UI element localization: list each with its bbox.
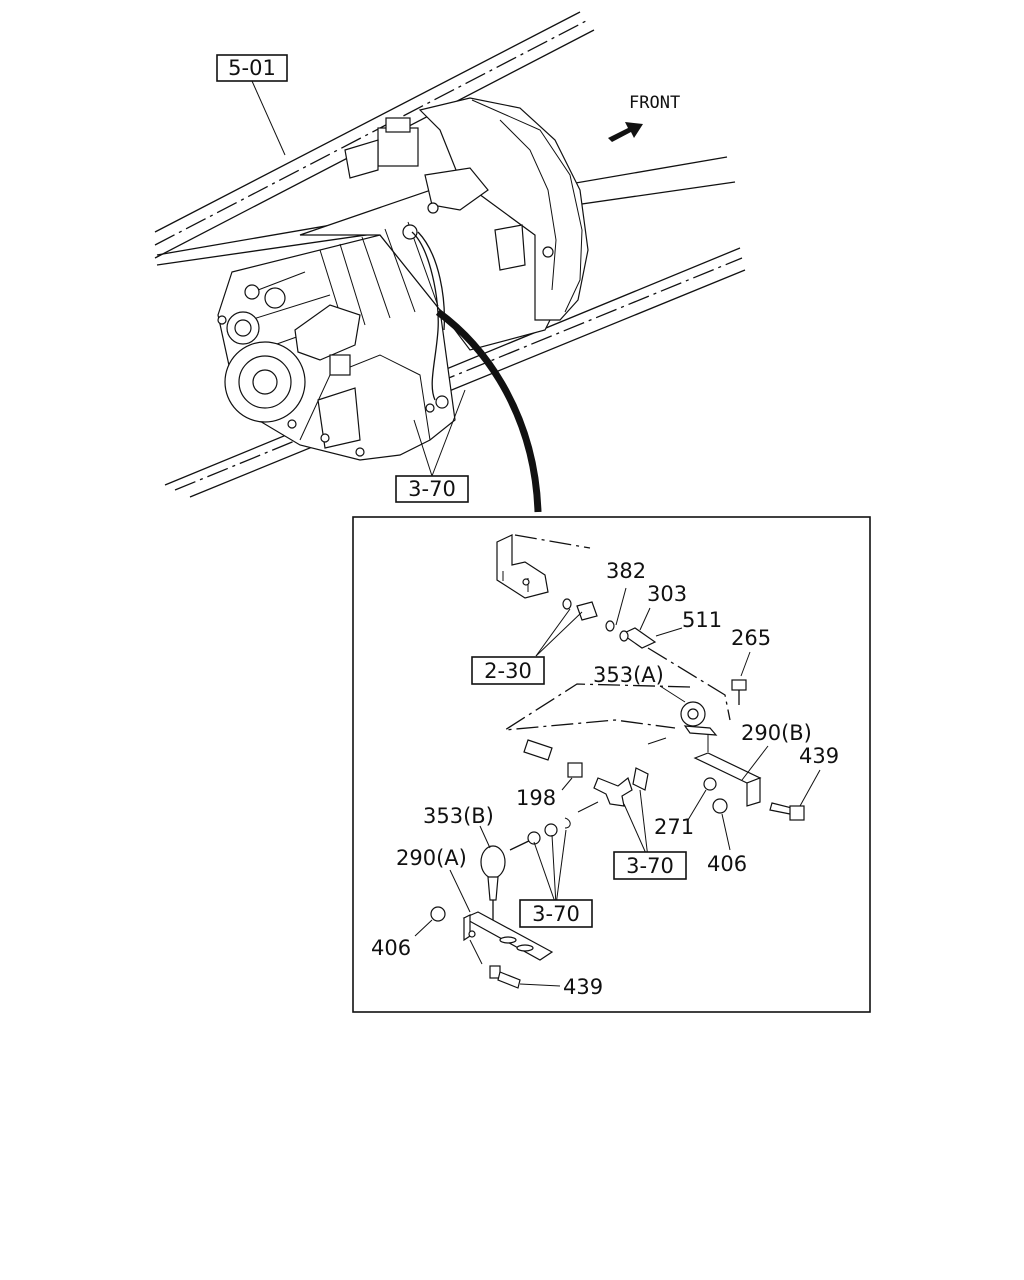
front-arrow-icon <box>608 122 643 142</box>
callout-439-top: 439 <box>799 744 839 768</box>
ref-box-transmission-mount: 3-70 <box>395 475 469 503</box>
callout-290a: 290(A) <box>396 846 467 870</box>
callout-271: 271 <box>654 815 694 839</box>
ref-detail-sensor-label: 2-30 <box>484 659 532 683</box>
mount-leader-lines <box>413 389 466 477</box>
transmission-assembly <box>217 97 589 461</box>
ref-frame-label: 5-01 <box>228 56 276 80</box>
callout-353a: 353(A) <box>593 663 664 687</box>
front-label: FRONT <box>629 93 680 113</box>
callout-290b: 290(B) <box>741 721 812 745</box>
callout-198: 198 <box>516 786 556 810</box>
callout-406-left: 406 <box>371 936 411 960</box>
ref-box-frame: 5-01 <box>216 54 288 156</box>
ref-detail-union-label: 3-70 <box>626 854 674 878</box>
callout-382: 382 <box>606 559 646 583</box>
detail-inset: 2-30 3-70 3-70 382 303 511 265 353(A) 29… <box>352 516 871 1013</box>
ref-detail-bolts-label: 3-70 <box>532 902 580 926</box>
callout-265: 265 <box>731 626 771 650</box>
detail-pointer-arc <box>435 309 542 513</box>
callout-303: 303 <box>647 582 687 606</box>
callout-353b: 353(B) <box>423 804 494 828</box>
callout-511: 511 <box>682 608 722 632</box>
ref-transmission-mount-label: 3-70 <box>408 477 456 501</box>
callout-406-right: 406 <box>707 852 747 876</box>
callout-439-bottom: 439 <box>563 975 603 999</box>
